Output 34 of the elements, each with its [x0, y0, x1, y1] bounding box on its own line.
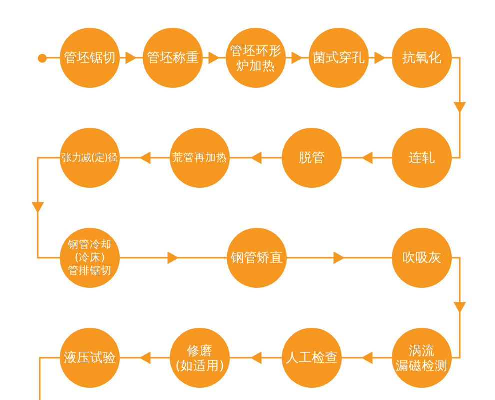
arrow — [341, 352, 393, 364]
process-circle: 荒管再加热 — [170, 128, 230, 188]
arrow — [202, 52, 227, 64]
arrow — [119, 52, 144, 64]
connector-line — [39, 357, 61, 400]
process-circle: 连轧 — [392, 128, 452, 188]
arrow — [368, 52, 393, 64]
arrow — [119, 352, 171, 364]
process-circle: 修磨(如适用) — [170, 328, 230, 388]
arrow — [119, 152, 171, 164]
arrow — [451, 57, 466, 159]
start-dot — [38, 54, 46, 62]
process-circle: 脱管 — [282, 128, 342, 188]
process-circle: 吹吸灰 — [392, 228, 452, 288]
process-circle: 张力减(定)径 — [60, 128, 120, 188]
process-circle: 管坯环形炉加热 — [226, 28, 286, 88]
arrow — [286, 252, 393, 264]
process-circle: 液压试验 — [60, 328, 120, 388]
process-circle: 菌式穿孔 — [309, 28, 369, 88]
process-circle: 钢管冷却(冷床)管排锯切 — [60, 228, 120, 288]
arrow — [451, 257, 466, 359]
process-circle: 管坯称重 — [143, 28, 203, 88]
arrow — [285, 52, 310, 64]
process-circle: 人工检查 — [282, 328, 342, 388]
arrow — [32, 157, 61, 259]
arrow — [119, 252, 228, 264]
process-circle: 涡流漏磁检测 — [392, 328, 452, 388]
process-circle: 抗氧化 — [392, 28, 452, 88]
arrow — [229, 352, 283, 364]
process-circle: 管坯锯切 — [60, 28, 120, 88]
process-circle: 钢管矫直 — [227, 228, 287, 288]
arrow — [341, 152, 393, 164]
arrow — [229, 152, 283, 164]
connector-line — [46, 57, 61, 59]
